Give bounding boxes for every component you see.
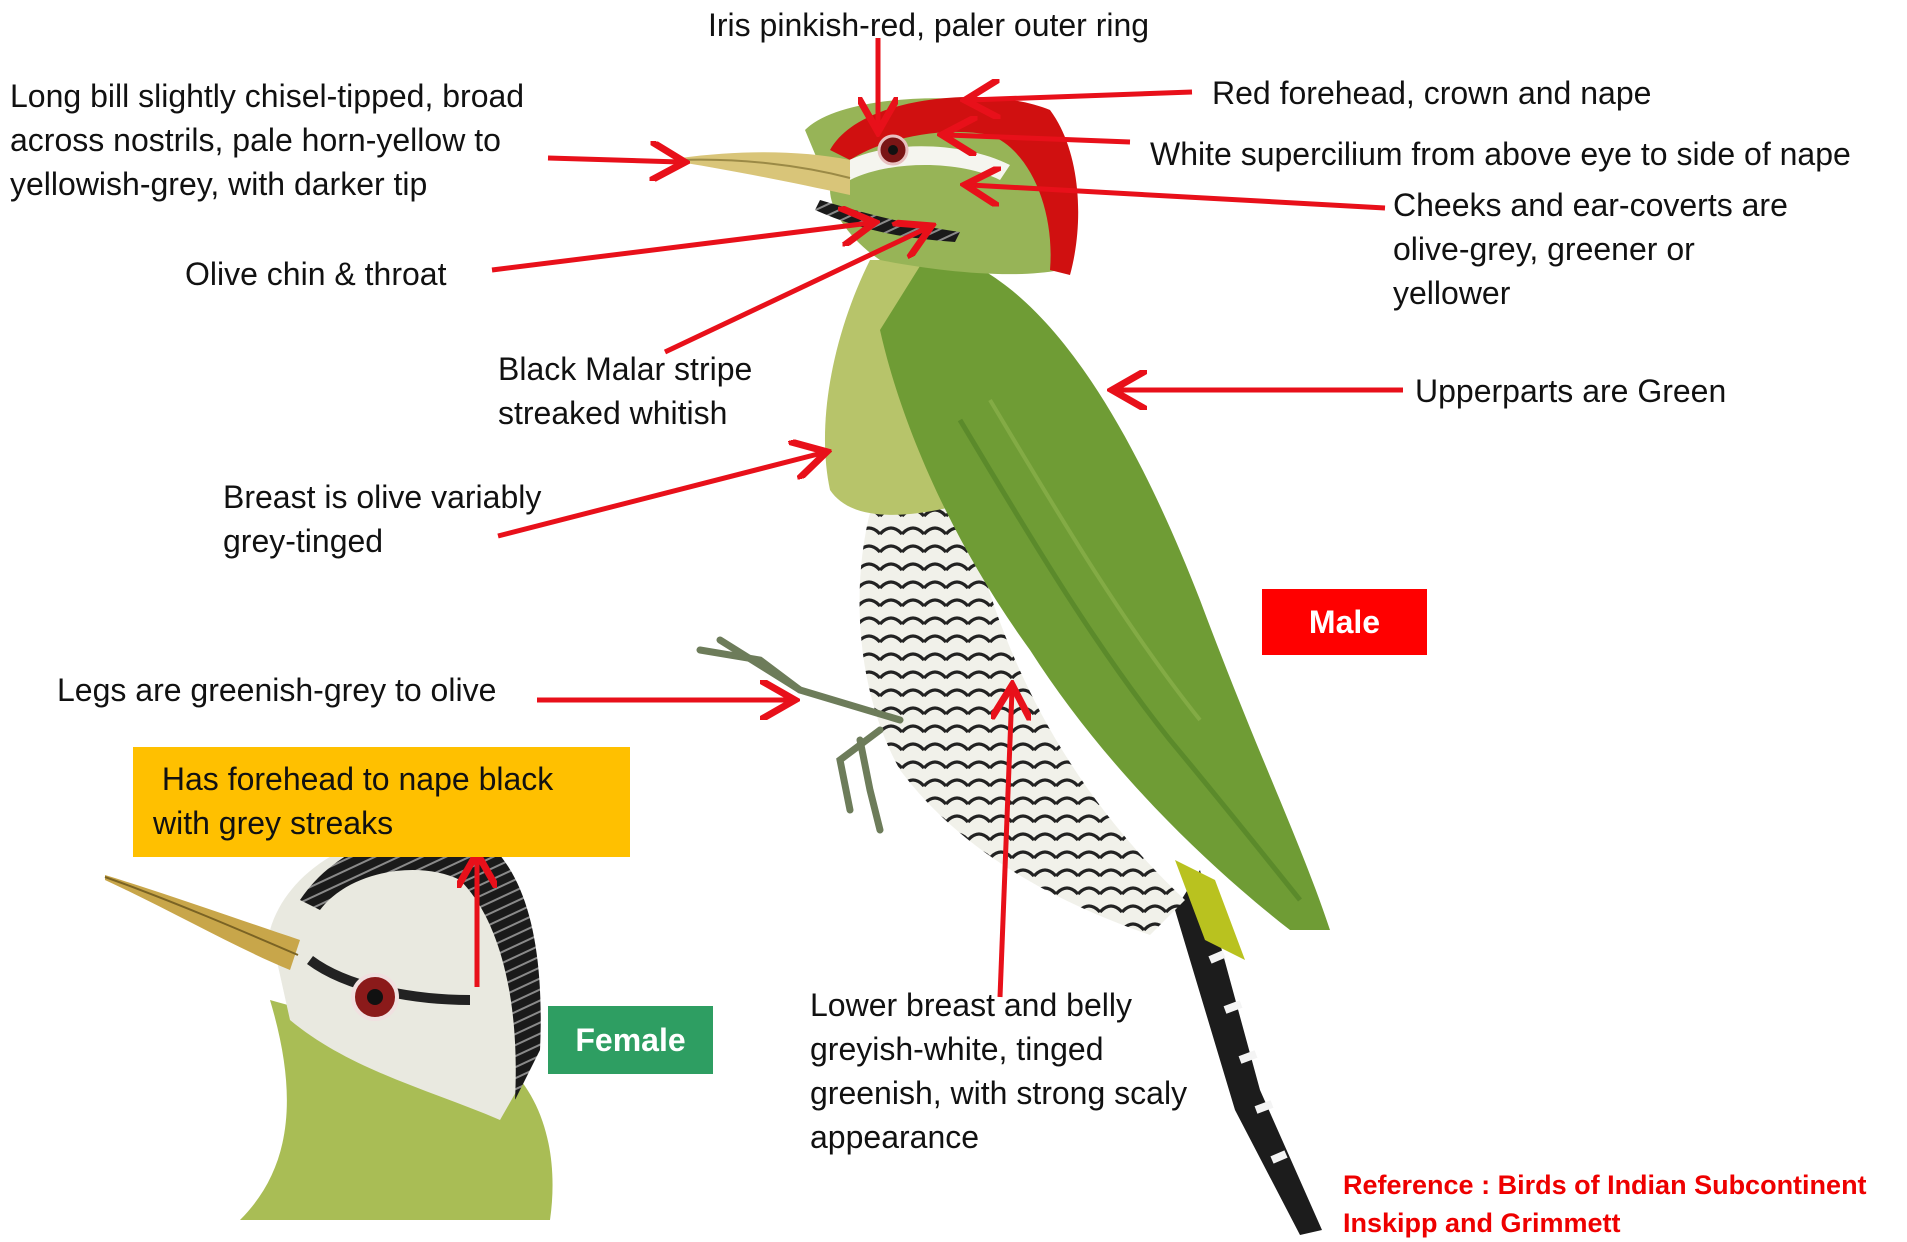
label-bill-line-3: yellowish-grey, with darker tip xyxy=(10,162,524,206)
arrow-bill xyxy=(548,158,680,162)
reference-line-1: Reference : Birds of Indian Subcontinent xyxy=(1343,1166,1867,1204)
arrow-breast xyxy=(498,453,822,536)
label-malar-line-2: streaked whitish xyxy=(498,391,752,435)
label-breast: Breast is olive variably grey-tinged xyxy=(223,475,541,563)
label-malar-line-1: Black Malar stripe xyxy=(498,347,752,391)
label-belly: Lower breast and belly greyish-white, ti… xyxy=(810,983,1187,1159)
label-iris: Iris pinkish-red, paler outer ring xyxy=(708,3,1149,47)
label-cheeks-line-3: yellower xyxy=(1393,271,1788,315)
label-cheeks: Cheeks and ear-coverts are olive-grey, g… xyxy=(1393,183,1788,315)
label-belly-line-3: greenish, with strong scaly xyxy=(810,1071,1187,1115)
reference-citation: Reference : Birds of Indian Subcontinent… xyxy=(1343,1166,1867,1242)
label-cheeks-line-1: Cheeks and ear-coverts are xyxy=(1393,183,1788,227)
label-cheeks-line-2: olive-grey, greener or xyxy=(1393,227,1788,271)
label-supercilium: White supercilium from above eye to side… xyxy=(1150,132,1851,176)
label-breast-line-2: grey-tinged xyxy=(223,519,541,563)
label-upperparts: Upperparts are Green xyxy=(1415,369,1726,413)
label-belly-line-4: appearance xyxy=(810,1115,1187,1159)
arrow-forehead xyxy=(970,92,1192,100)
female-badge: Female xyxy=(548,1006,713,1074)
label-belly-line-2: greyish-white, tinged xyxy=(810,1027,1187,1071)
label-bill-line-1: Long bill slightly chisel-tipped, broad xyxy=(10,74,524,118)
label-malar: Black Malar stripe streaked whitish xyxy=(498,347,752,435)
label-breast-line-1: Breast is olive variably xyxy=(223,475,541,519)
label-chin: Olive chin & throat xyxy=(185,252,446,296)
female-woodpecker-illustration xyxy=(105,828,553,1220)
label-bill-line-2: across nostrils, pale horn-yellow to xyxy=(10,118,524,162)
arrow-chin xyxy=(492,223,870,270)
label-forehead: Red forehead, crown and nape xyxy=(1212,71,1651,115)
male-badge: Male xyxy=(1262,589,1427,655)
female-note-line-2: with grey streaks xyxy=(153,801,610,845)
female-note-line-1: Has forehead to nape black xyxy=(153,757,610,801)
label-belly-line-1: Lower breast and belly xyxy=(810,983,1187,1027)
female-bill xyxy=(105,875,300,970)
reference-line-2: Inskipp and Grimmett xyxy=(1343,1204,1867,1242)
label-bill: Long bill slightly chisel-tipped, broad … xyxy=(10,74,524,206)
label-legs: Legs are greenish-grey to olive xyxy=(57,668,496,712)
